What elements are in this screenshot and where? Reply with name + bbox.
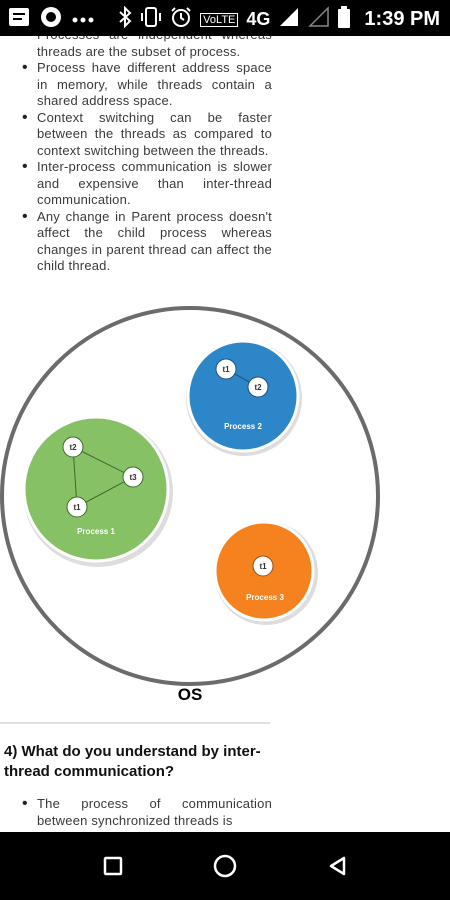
thread-label: t1: [73, 503, 81, 512]
section-heading: 4) What do you understand by inter-threa…: [4, 743, 261, 780]
bluetooth-icon: [118, 5, 132, 33]
more-icon: [72, 11, 94, 29]
thread-node: [252, 555, 274, 577]
home-icon: [213, 854, 237, 878]
list-item: Process have different address space in …: [22, 60, 272, 110]
list-item: Processes are independent whereas thread…: [22, 36, 272, 60]
difference-list: Processes are independent whereas thread…: [22, 36, 272, 275]
recent-apps-button[interactable]: [99, 852, 127, 880]
signal-icon: [278, 6, 300, 33]
process3-label: Process 3: [246, 593, 284, 602]
list-item: The process of communication between syn…: [22, 796, 272, 829]
thread-node: [122, 466, 144, 488]
alarm-icon: [170, 6, 192, 33]
thread-label: t1: [259, 562, 267, 571]
message-icon: [8, 7, 30, 32]
battery-icon: [338, 6, 351, 33]
thread-label: t2: [69, 443, 77, 452]
volte-badge: VoLTE: [200, 12, 239, 27]
thread-label: t1: [222, 365, 230, 374]
status-left: [8, 6, 94, 33]
process1-label: Process 1: [77, 527, 115, 536]
thread-node: [247, 376, 269, 398]
article-content[interactable]: Processes are independent whereas thread…: [0, 36, 450, 832]
process2-circle: [186, 339, 300, 453]
signal-empty-icon: [308, 6, 330, 33]
process1-circle: [22, 415, 170, 563]
thread-node: [66, 496, 88, 518]
record-icon: [40, 6, 62, 33]
thread-label: t3: [129, 473, 137, 482]
inter-thread-list: The process of communication between syn…: [22, 796, 272, 829]
home-button[interactable]: [211, 852, 239, 880]
list-item: Inter-process communication is slower an…: [22, 159, 272, 209]
navigation-bar: [0, 832, 450, 900]
list-item: Any change in Parent process doesn't aff…: [22, 209, 272, 275]
process1-thread-link: [72, 446, 134, 478]
thread-node: [215, 358, 237, 380]
list-item: Context switching can be faster between …: [22, 110, 272, 160]
os-label: OS: [177, 685, 203, 704]
process1-thread-link: [76, 476, 134, 508]
network-type-label: 4G: [246, 9, 271, 29]
back-icon: [329, 856, 346, 876]
vibrate-icon: [140, 6, 162, 33]
process2-label: Process 2: [224, 422, 262, 431]
back-button[interactable]: [324, 852, 352, 880]
thread-node: [62, 436, 84, 458]
status-bar: VoLTE 4G 1:39 PM: [0, 0, 450, 36]
section-divider: [0, 722, 270, 724]
os-process-diagram: t1 t2 Process 2 t2 t3 t1 Process 1 t1 Pr…: [0, 306, 380, 686]
clock: 1:39 PM: [364, 8, 440, 30]
status-right: VoLTE 4G 1:39 PM: [118, 5, 440, 33]
recent-apps-icon: [103, 856, 123, 876]
thread-label: t2: [254, 383, 262, 392]
